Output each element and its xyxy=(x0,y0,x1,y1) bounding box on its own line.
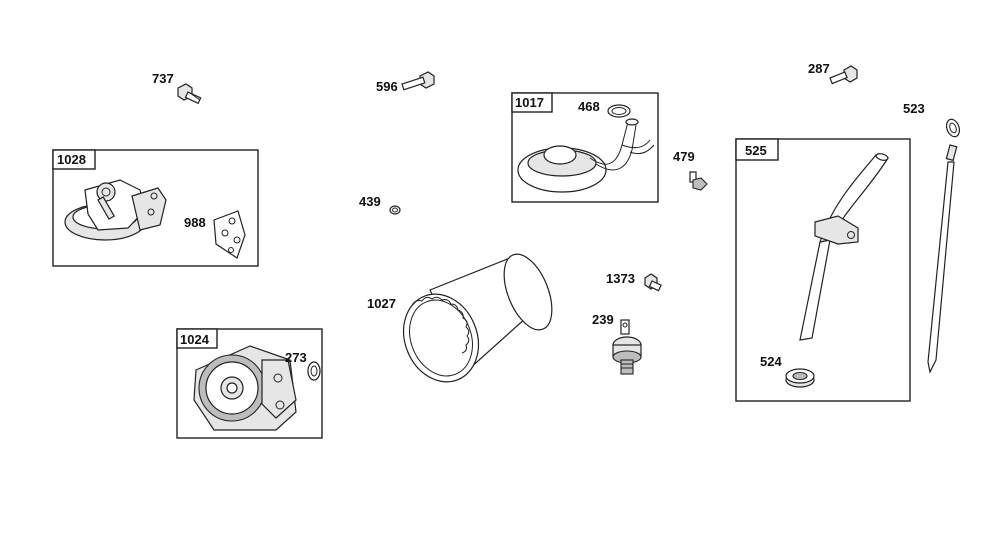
label-1027: 1027 xyxy=(367,296,396,311)
label-1024: 1024 xyxy=(180,332,210,347)
label-596: 596 xyxy=(376,79,398,94)
part-1028-group[interactable] xyxy=(52,149,259,267)
part-523-dipstick[interactable] xyxy=(927,117,962,374)
label-287: 287 xyxy=(808,61,830,76)
label-479: 479 xyxy=(673,149,695,164)
part-1024-group[interactable] xyxy=(176,328,323,439)
part-1373-bolt[interactable] xyxy=(644,273,662,292)
label-737: 737 xyxy=(152,71,174,86)
part-287-bolt[interactable] xyxy=(829,65,858,85)
part-439-o-ring[interactable] xyxy=(389,205,401,215)
label-988: 988 xyxy=(184,215,206,230)
label-239: 239 xyxy=(592,312,614,327)
part-479-screw[interactable] xyxy=(689,171,708,191)
part-1027-oil-filter[interactable] xyxy=(391,247,562,393)
label-1017: 1017 xyxy=(515,95,544,110)
label-524: 524 xyxy=(760,354,782,369)
part-1017-group[interactable] xyxy=(511,92,659,203)
label-525: 525 xyxy=(745,143,767,158)
label-468: 468 xyxy=(578,99,600,114)
label-1028: 1028 xyxy=(57,152,86,167)
label-523: 523 xyxy=(903,101,925,116)
part-596-bolt[interactable] xyxy=(401,71,435,91)
part-525-group[interactable] xyxy=(735,138,911,402)
part-737-bolt[interactable] xyxy=(177,83,202,105)
label-273: 273 xyxy=(285,350,307,365)
label-1373: 1373 xyxy=(606,271,635,286)
part-239-pressure-switch[interactable] xyxy=(612,319,642,375)
label-439: 439 xyxy=(359,194,381,209)
